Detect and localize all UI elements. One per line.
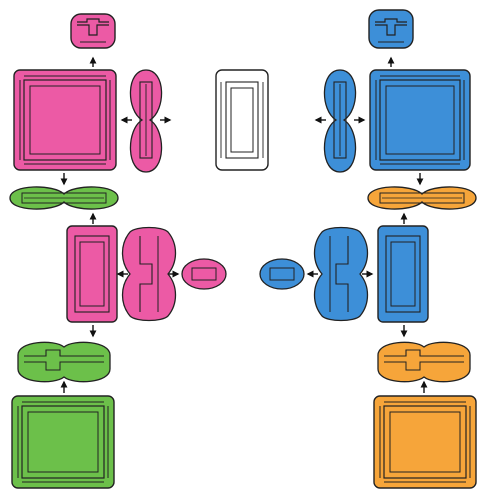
blue-wave-vertical-tile (313, 226, 369, 322)
pink-small-notched-tile (70, 13, 116, 49)
blue-small-notched-tile (368, 9, 414, 49)
blue-small-oval-tile (259, 258, 305, 290)
orange-large-square-tile (373, 395, 477, 489)
green-notched-horizontal-tile (17, 341, 111, 383)
pink-wave-vertical-tile (121, 226, 177, 322)
pink-vertical-oval-divider (129, 69, 163, 173)
pink-large-square-tile (13, 69, 117, 171)
white-center-tall-tile (215, 69, 269, 171)
pink-small-oval-tile (181, 258, 227, 290)
blue-large-square-tile (369, 69, 471, 171)
pink-tall-rect-tile (66, 225, 118, 323)
green-horizontal-oval-divider (9, 186, 119, 210)
blue-tall-rect-tile (377, 225, 429, 323)
orange-notched-horizontal-tile (377, 341, 471, 383)
green-large-square-tile (11, 395, 115, 489)
blue-vertical-oval-divider (323, 69, 357, 173)
orange-horizontal-oval-divider (367, 186, 477, 210)
